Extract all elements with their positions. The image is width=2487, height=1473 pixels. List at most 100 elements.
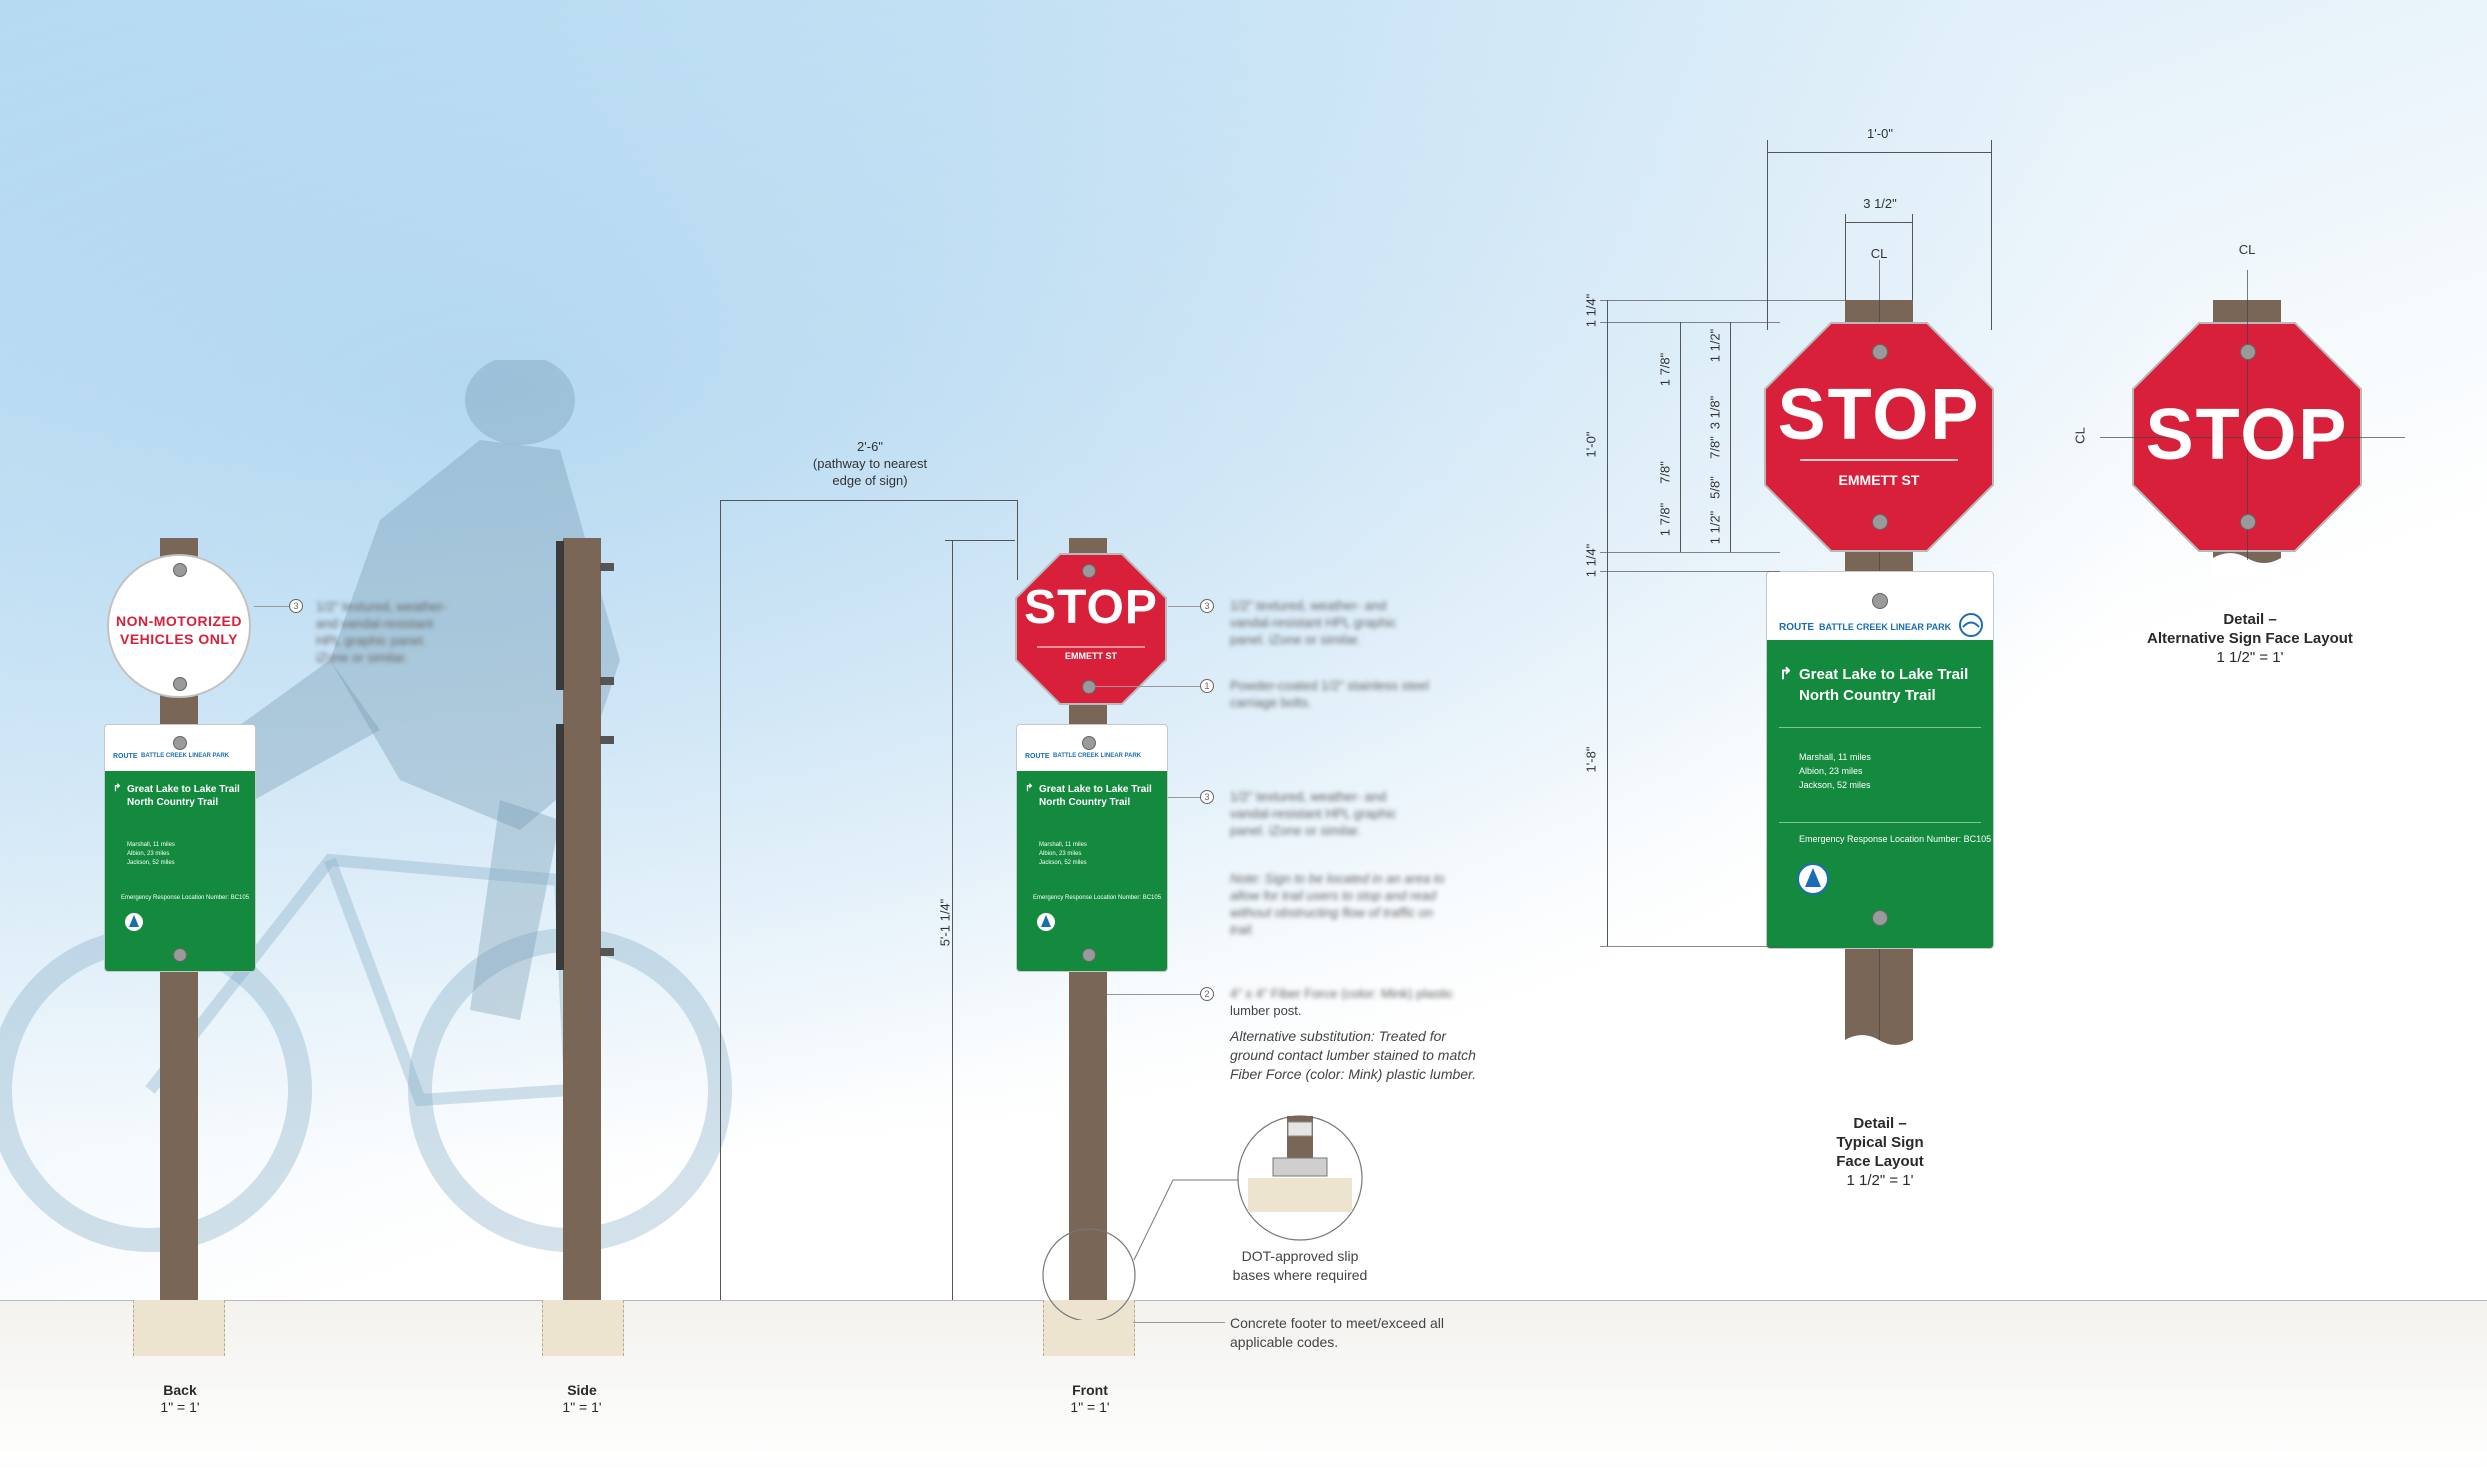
- callout-number-2: 2: [1200, 987, 1214, 1001]
- dim-panel-height: 1'-8": [1583, 746, 1599, 773]
- leader-line: [1107, 994, 1200, 995]
- destinations: Marshall, 11 miles Albion, 23 miles Jack…: [1799, 750, 1871, 792]
- route-label: ROUTE: [1025, 753, 1050, 760]
- alt-horizontal-cl-label: CL: [2072, 427, 2088, 444]
- trail-line1: Great Lake to Lake Trail: [127, 784, 240, 795]
- dest-3: Jackson, 52 miles: [127, 860, 175, 866]
- park-name: BATTLE CREEK LINEAR PARK: [1819, 622, 1952, 632]
- dim-extension: [1600, 322, 1780, 323]
- front-stop-sign: [1015, 553, 1167, 705]
- callout-text-panel-b: 1/2" textured, weather- and vandal-resis…: [1230, 789, 1397, 838]
- leader-line: [1133, 1322, 1225, 1323]
- view-name: Side: [567, 1382, 597, 1398]
- bolt-icon: [1082, 564, 1096, 578]
- callout-number-3: 3: [289, 599, 303, 613]
- dim-extension: [1600, 552, 1780, 553]
- side-circle-panel-edge: [556, 541, 564, 690]
- view-name: Back: [163, 1382, 197, 1398]
- dim-g: 1 7/8": [1657, 502, 1673, 537]
- centerline-label: CL: [1870, 246, 1888, 261]
- inner-dim-line: [1730, 322, 1731, 552]
- bolt-icon: [173, 563, 187, 577]
- trail-arrow-icon: ↱: [1025, 783, 1034, 794]
- dest-2: Albion, 23 miles: [1799, 766, 1863, 776]
- dest-3: Jackson, 52 miles: [1799, 780, 1871, 790]
- slip-base-leaders: [1042, 1115, 1363, 1320]
- bolt-icon: [173, 677, 187, 691]
- callout-number-1: 1: [1200, 679, 1214, 693]
- callout-text-back: 1/2" textured, weather- and vandal-resis…: [316, 599, 448, 665]
- post-break-line: [2213, 553, 2281, 578]
- leader-line: [1095, 686, 1200, 687]
- ground-line: [0, 1300, 2487, 1473]
- detail-scale: 1 1/2" = 1': [1846, 1172, 1914, 1189]
- trail-line2: North Country Trail: [1799, 687, 1936, 704]
- emergency-number: Emergency Response Location Number: BC10…: [1033, 895, 1162, 901]
- height-dimension: 5'-1 1/4": [937, 898, 953, 947]
- back-trail-panel: ROUTE BATTLE CREEK LINEAR PARK ↱ Great L…: [104, 724, 256, 972]
- alt-scale: 1 1/2" = 1': [2216, 649, 2284, 666]
- back-circle-sign: [107, 554, 251, 698]
- trail-names: Great Lake to Lake Trail North Country T…: [1799, 664, 1968, 706]
- dim-gap: 1 1/4": [1583, 543, 1599, 578]
- background-haze: [0, 0, 2487, 1300]
- detail-trail-panel: ROUTE BATTLE CREEK LINEAR PARK ↱ Great L…: [1766, 571, 1994, 949]
- trail-line1: Great Lake to Lake Trail: [1799, 666, 1969, 683]
- trail-arrow-icon: ↱: [1779, 666, 1793, 683]
- alt-line1: Detail –: [2223, 611, 2277, 628]
- trail-line2: North Country Trail: [1039, 797, 1131, 808]
- footer-note: Concrete footer to meet/exceed all appli…: [1230, 1314, 1444, 1352]
- destinations: Marshall, 11 miles Albion, 23 miles Jack…: [127, 841, 175, 868]
- detail-line3: Face Layout: [1836, 1153, 1924, 1170]
- leader-line: [1168, 797, 1200, 798]
- trail-emblem-icon: [1037, 913, 1055, 931]
- destinations: Marshall, 11 miles Albion, 23 miles Jack…: [1039, 841, 1087, 868]
- typical-detail-label: Detail – Typical Sign Face Layout 1 1/2"…: [1780, 1114, 1980, 1190]
- detail-line2: Typical Sign: [1836, 1134, 1924, 1151]
- alt-stop-text: STOP: [2145, 395, 2349, 475]
- dim-extension: [1600, 571, 1780, 572]
- width-dimension-line: [1767, 152, 1992, 153]
- circle-line2: VEHICLES ONLY: [119, 631, 238, 647]
- post-width-ext: [1912, 214, 1913, 300]
- callout-text-panel: 1/2" textured, weather- and vandal-resis…: [1230, 598, 1397, 647]
- slip-line1: DOT-approved slip: [1241, 1248, 1359, 1264]
- note-location: Note: Sign to be located in an area to a…: [1230, 871, 1445, 937]
- side-concrete-footer: [542, 1300, 624, 1356]
- front-street-name: EMMETT ST: [1065, 651, 1117, 661]
- bolt-icon: [1082, 736, 1096, 750]
- alternative-substitution: Alternative substitution: Treated for gr…: [1230, 1027, 1476, 1084]
- dim-extension: [1600, 946, 1780, 947]
- dest-2: Albion, 23 miles: [127, 851, 170, 857]
- post-width-dim-line: [1845, 222, 1913, 223]
- panel-green-area: [105, 771, 255, 971]
- dim-h: 1 1/2": [1707, 510, 1723, 545]
- bolt-icon: [173, 948, 187, 962]
- trail-line1: Great Lake to Lake Trail: [1039, 784, 1152, 795]
- alt-line2: ground contact lumber stained to match: [1230, 1047, 1476, 1063]
- bolt-icon: [1082, 680, 1096, 694]
- bolt-icon: [1872, 514, 1888, 530]
- post-line1: 4" x 4" Fiber Force (color: Mink) plasti…: [1230, 986, 1454, 1001]
- footer-line1: Concrete footer to meet/exceed all: [1230, 1315, 1445, 1331]
- trail-arrow-icon: ↱: [113, 783, 122, 794]
- pathway-extension-line: [1017, 500, 1018, 580]
- vertical-dimension-line: [1607, 300, 1608, 946]
- callout-number-3: 3: [1200, 790, 1214, 804]
- view-scale: 1" = 1': [160, 1399, 200, 1415]
- pathway-dimension: 2'-6" (pathway to nearest edge of sign): [780, 438, 960, 489]
- pathway-value: 2'-6": [857, 439, 883, 454]
- dest-1: Marshall, 11 miles: [1799, 752, 1871, 762]
- callout-text-post: 4" x 4" Fiber Force (color: Mink) plasti…: [1230, 985, 1453, 1019]
- post-width-dim: 3 1/2": [1863, 196, 1897, 211]
- alt-detail-label: Detail – Alternative Sign Face Layout 1 …: [2100, 610, 2400, 667]
- dim-top-gap: 1 1/4": [1583, 293, 1599, 328]
- trail-names: Great Lake to Lake Trail North Country T…: [127, 783, 240, 809]
- alt-vertical-centerline: [2247, 270, 2248, 560]
- side-post: [563, 538, 601, 1300]
- bolt-icon: [600, 563, 614, 571]
- dest-1: Marshall, 11 miles: [127, 842, 175, 848]
- panel-divider: [1779, 822, 1981, 823]
- bolt-icon: [1082, 948, 1096, 962]
- park-name: BATTLE CREEK LINEAR PARK: [141, 753, 230, 759]
